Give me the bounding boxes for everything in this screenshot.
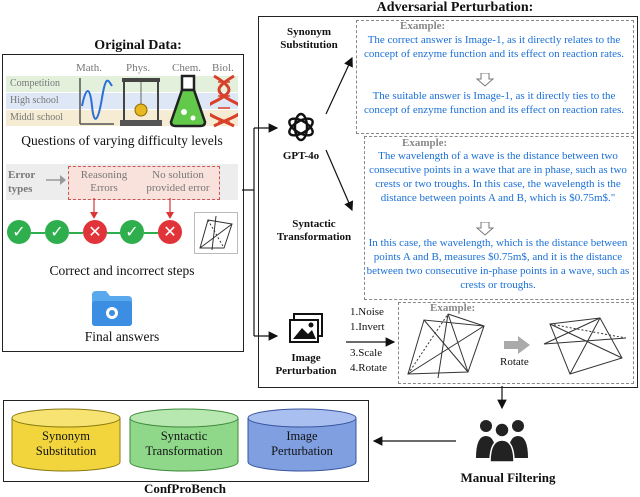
gpt-label: GPT-4o	[282, 150, 320, 162]
subject-math: Math.	[76, 62, 102, 74]
error-types-box	[68, 166, 220, 200]
synonym-original-text: The correct answer is Image-1, as it dir…	[363, 34, 625, 60]
gpt-logo-icon	[288, 112, 314, 142]
image-example-label: Example:	[430, 302, 476, 314]
correct-step-icon: ✓	[120, 220, 144, 244]
newton-cradle-icon	[120, 78, 162, 126]
synonym-example-box	[356, 20, 634, 134]
syntactic-example-box	[364, 136, 634, 300]
geometry-rotated-figure	[543, 317, 627, 375]
level-label-high-school: High school	[10, 95, 59, 106]
final-answers-caption: Final answers	[84, 329, 160, 344]
step-connector	[69, 232, 83, 234]
steps-caption: Correct and incorrect steps	[49, 263, 195, 278]
error-pointer-arrows	[90, 198, 174, 219]
people-group-icon	[476, 420, 528, 463]
syntactic-example-label: Example:	[402, 137, 448, 149]
bench-item-syntactic: Syntactic Transformation	[145, 429, 223, 458]
syntactic-original-text: The wavelength of a wave is the distance…	[369, 150, 627, 204]
math-graph-icon	[79, 78, 114, 125]
geometry-original-figure	[407, 313, 485, 379]
geometry-thumbnail	[194, 212, 238, 254]
folder-icon	[92, 291, 132, 326]
step-connector	[31, 232, 45, 234]
cylinder-synonym	[11, 408, 121, 472]
dna-icon	[210, 74, 238, 128]
subject-chemistry: Chem.	[172, 62, 202, 74]
synonym-perturbed-text: The suitable answer is Image-1, as it di…	[363, 90, 625, 116]
confprobench-panel	[3, 400, 369, 482]
step-connector	[144, 232, 158, 234]
difficulty-caption: Questions of varying difficulty levels	[21, 133, 223, 148]
level-label-competition: Competition	[10, 78, 60, 89]
error-type-no-solution: No solution provided error	[146, 169, 210, 194]
adversarial-panel	[258, 16, 638, 388]
cylinder-image	[247, 408, 357, 472]
manual-filtering-label: Manual Filtering	[460, 470, 556, 485]
synonym-example-label: Example:	[400, 20, 446, 32]
perturbation-op-scale: 3.Scale	[350, 347, 383, 359]
rotate-arrow-icon	[504, 336, 530, 354]
syntactic-perturbed-text: In this case, the wavelength, which is t…	[366, 237, 630, 291]
original-data-panel	[2, 54, 244, 352]
perturbation-op-invert: 1.Invert	[350, 321, 385, 333]
correct-step-icon: ✓	[45, 220, 69, 244]
error-types-label: Error types	[8, 169, 36, 195]
subject-biology: Biol.	[212, 62, 234, 74]
adversarial-title: Adversarial Perturbation:	[376, 0, 534, 15]
image-example-box	[398, 302, 634, 384]
bench-item-synonym: Synonym Substitution	[35, 429, 97, 458]
perturbation-op-noise: 1.Noise	[350, 306, 384, 318]
level-band-competition	[6, 76, 238, 92]
error-types-arrow	[46, 175, 66, 185]
cylinder-syntactic	[129, 408, 239, 472]
level-label-middle-school: Middl school	[10, 112, 64, 123]
rotate-label: Rotate	[500, 356, 529, 368]
correct-step-icon: ✓	[7, 220, 31, 244]
synonym-substitution-label: Synonym Substitution	[280, 26, 338, 51]
step-connector	[107, 232, 121, 234]
perturbation-op-rotate: 4.Rotate	[350, 362, 387, 374]
flask-icon	[169, 74, 207, 128]
error-type-reasoning: Reasoning Errors	[80, 169, 128, 194]
subject-physics: Phys.	[126, 62, 151, 74]
bench-item-image: Image Perturbation	[271, 429, 333, 458]
original-data-title: Original Data:	[94, 38, 182, 53]
image-perturbation-label: Image Perturbation	[275, 352, 337, 377]
down-arrow-icon	[476, 222, 494, 236]
image-icon	[289, 313, 323, 343]
down-arrow-icon	[476, 73, 494, 87]
incorrect-step-icon: ✕	[158, 220, 182, 244]
confprobench-label: ConfProBench	[143, 481, 227, 496]
syntactic-transformation-label: Syntactic Transformation	[276, 218, 352, 243]
incorrect-step-icon: ✕	[83, 220, 107, 244]
